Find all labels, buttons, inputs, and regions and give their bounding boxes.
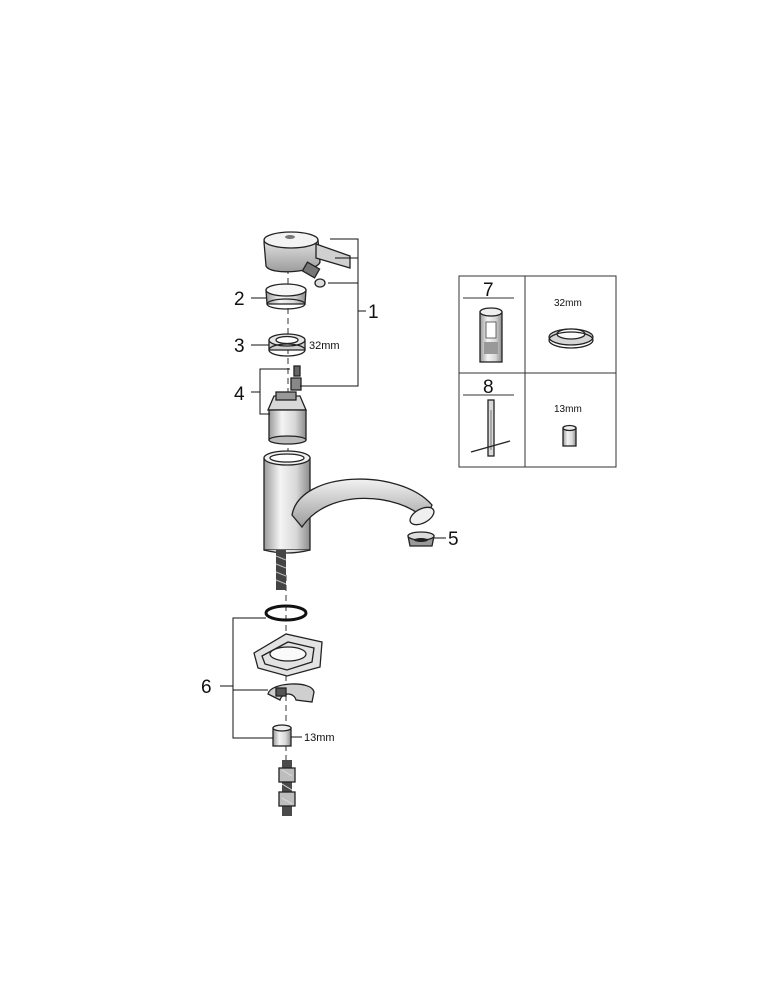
lever-handle <box>263 231 351 273</box>
supply-hoses <box>278 760 296 816</box>
o-ring <box>264 604 308 622</box>
cartridge-screws <box>290 365 302 391</box>
callout-3: 3 <box>234 336 245 357</box>
spout <box>291 478 435 529</box>
callout-4: 4 <box>234 384 245 405</box>
callout-2: 2 <box>234 289 245 310</box>
tools-table <box>458 275 617 468</box>
tap-body <box>263 450 311 554</box>
leader-lines <box>220 238 446 739</box>
callout-6: 6 <box>201 677 212 698</box>
cartridge <box>267 391 307 445</box>
tool-8-size: 13mm <box>554 404 582 415</box>
ring-nut-tool-icon <box>548 328 594 349</box>
callout-1: 1 <box>368 302 379 323</box>
tool-7-size: 32mm <box>554 298 582 309</box>
cover-cap <box>265 283 307 310</box>
cap-plug <box>314 278 326 288</box>
hex-key-tool <box>470 399 511 457</box>
horseshoe-washer <box>267 683 315 703</box>
tool-number-7: 7 <box>483 280 494 301</box>
ring-nut-dimension: 32mm <box>309 340 340 352</box>
grub-screw <box>301 261 321 279</box>
hex-nut-tool-icon <box>562 424 577 447</box>
cartridge-socket-tool <box>479 307 503 363</box>
mounting-plate <box>253 633 323 677</box>
hose-stub <box>275 550 287 590</box>
hex-nut-dimension: 13mm <box>304 732 335 744</box>
tool-number-8: 8 <box>483 377 494 398</box>
callout-5: 5 <box>448 529 459 550</box>
ring-nut <box>268 333 306 357</box>
aerator <box>407 531 435 547</box>
hex-nut <box>272 724 292 747</box>
